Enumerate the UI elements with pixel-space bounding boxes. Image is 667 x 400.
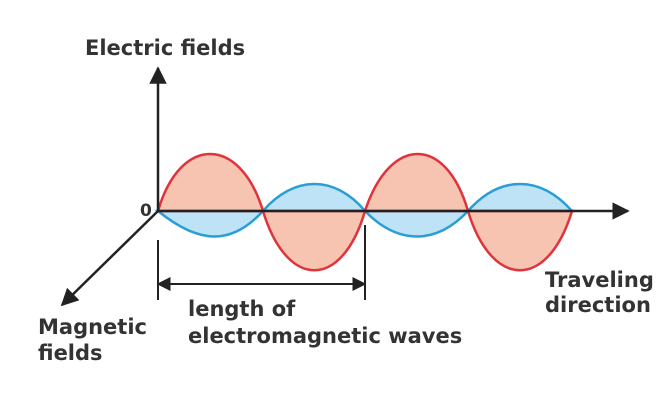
wavelength-label-line1: length of [188,297,296,321]
traveling-direction-label-line2: direction [545,293,651,317]
magnetic-fields-label-line1: Magnetic [38,315,147,339]
magnetic-fields-label-line2: fields [38,341,103,365]
wavelength-label-line2: electromagnetic waves [188,324,462,348]
magnetic-field-axis [60,210,159,307]
electric-fields-label: Electric fields [85,36,245,60]
origin-label: 0 [140,201,152,221]
traveling-direction-label-line1: Traveling [545,268,654,292]
